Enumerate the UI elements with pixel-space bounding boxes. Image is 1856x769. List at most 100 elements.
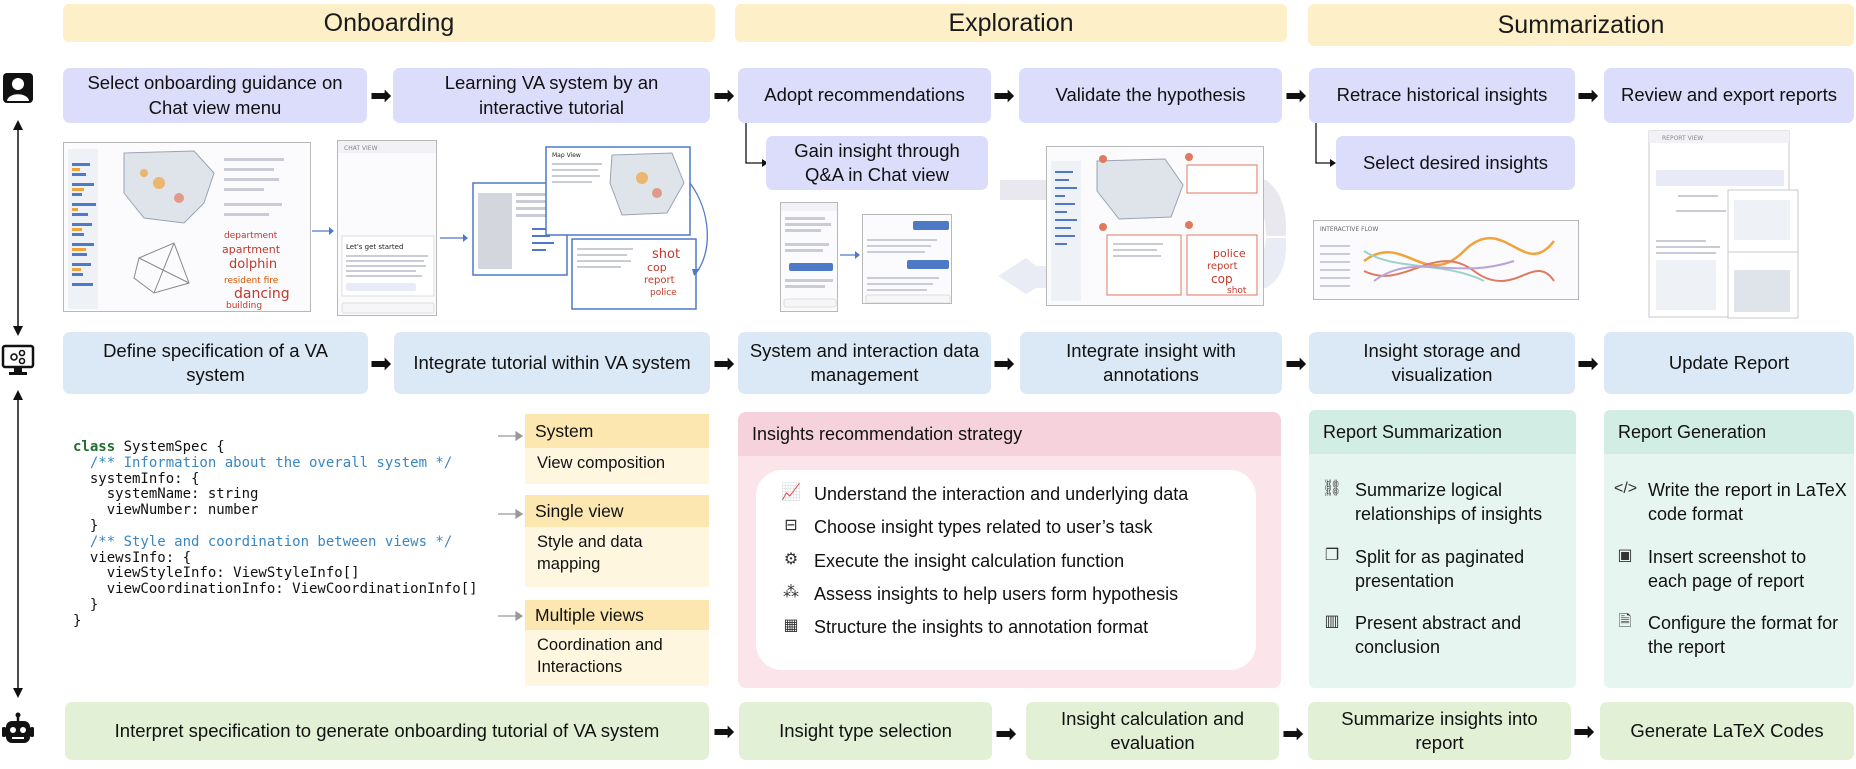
svg-text:CHAT VIEW: CHAT VIEW <box>344 145 378 152</box>
step-label: Learning VA system by an interactive tut… <box>444 72 659 118</box>
item-text: Present abstract and conclusion <box>1355 613 1522 658</box>
arrow-right: ➡ <box>1577 80 1599 110</box>
step-label: Select onboarding guidance on Chat view … <box>87 72 343 118</box>
code-line: } <box>73 612 82 629</box>
copy-pages-icon: ❐ <box>1324 546 1340 564</box>
code-comment: /** Information about the overall system… <box>73 454 453 471</box>
report-generation-list: </> Write the report in LaTeX code format… <box>1614 478 1850 660</box>
list-item: ▦Structure the insights to annotation fo… <box>780 615 1232 639</box>
document-settings-icon: 🗎 <box>1618 613 1632 631</box>
svg-text:police: police <box>650 288 677 298</box>
step-label: Select desired insights <box>1362 151 1549 173</box>
arrow-right: ➡ <box>370 348 392 378</box>
chat-qa-screenshot <box>780 202 838 312</box>
list-item: 🗎 Configure the format for the report <box>1614 611 1850 660</box>
code-comment: /** Style and coordination between views… <box>73 533 453 550</box>
step-label: Generate LaTeX Codes <box>1630 719 1824 741</box>
svg-text:cop: cop <box>647 261 667 274</box>
item-text: Insert screenshot to each page of report <box>1648 546 1807 591</box>
list-item: ⚙Execute the insight calculation functio… <box>780 549 1232 573</box>
code-line: systemName: string <box>73 486 259 503</box>
list-item: ⛓ Summarize logical relationships of insi… <box>1321 478 1571 527</box>
item-text: Summarize logical relationships of insig… <box>1355 480 1543 525</box>
tag-text: Style and data mapping <box>537 533 643 574</box>
svg-text:apartment: apartment <box>222 243 281 256</box>
system-step-update-report: Update Report <box>1604 332 1854 394</box>
tag-label: Single view <box>535 500 624 521</box>
arrow-right: ➡ <box>713 80 735 110</box>
arrow-right: ➡ <box>1573 716 1595 746</box>
list-item: </> Write the report in LaTeX code format <box>1614 478 1850 527</box>
user-step-validate-hypothesis: Validate the hypothesis <box>1019 68 1282 123</box>
svg-text:dancing: dancing <box>234 286 290 302</box>
svg-text:REPORT VIEW: REPORT VIEW <box>1662 135 1703 142</box>
svg-text:dolphin: dolphin <box>229 257 277 272</box>
svg-text:Map View: Map View <box>552 152 581 159</box>
branch-connector <box>745 123 768 167</box>
list-item: ⊟Choose insight types related to user’s … <box>780 515 1232 539</box>
tag-multiple-views-head: Multiple views <box>525 600 709 630</box>
report-generation-title: Report Generation <box>1604 410 1854 454</box>
robot-icon <box>2 712 34 743</box>
arrow-right: ➡ <box>1285 348 1307 378</box>
svg-text:shot: shot <box>652 247 680 262</box>
item-text: Configure the format for the report <box>1648 613 1839 658</box>
user-step-review-export: Review and export reports <box>1604 68 1854 123</box>
step-label: Insight type selection <box>779 719 952 741</box>
step-label: Integrate tutorial within VA system <box>413 351 691 373</box>
strategy-list: 📈Understand the interaction and underlyi… <box>756 470 1256 670</box>
code-line: systemInfo: { <box>73 470 200 487</box>
step-label: System and interaction data management <box>749 339 980 385</box>
tag-label: Multiple views <box>535 604 644 625</box>
svg-text:police: police <box>1213 247 1246 260</box>
code-line: } <box>73 517 99 534</box>
system-step-data-management: System and interaction data management <box>738 332 991 394</box>
step-label: Retrace historical insights <box>1336 84 1548 106</box>
step-label: Define specification of a VA system <box>103 339 328 385</box>
code-line: viewNumber: number <box>73 502 259 519</box>
report-summarization-list: ⛓ Summarize logical relationships of insi… <box>1321 478 1571 660</box>
step-label: Interpret specification to generate onbo… <box>114 719 660 741</box>
line-chart-icon: 📈 <box>781 484 801 501</box>
step-label: Gain insight through Q&A in Chat view <box>794 139 960 185</box>
code-icon: </> <box>1614 480 1638 497</box>
user-step-adopt-recommendations: Adopt recommendations <box>738 68 991 123</box>
step-label: Validate the hypothesis <box>1055 84 1246 106</box>
svg-text:report: report <box>644 275 675 286</box>
list-item: ⁂Assess insights to help users form hypo… <box>780 582 1232 606</box>
code-keyword: class <box>73 439 116 455</box>
system-step-define-spec: Define specification of a VA system <box>63 332 368 394</box>
arrow-right: ➡ <box>993 348 1015 378</box>
arrow-right: ➡ <box>713 348 735 378</box>
system-step-integrate-tutorial: Integrate tutorial within VA system <box>394 332 710 394</box>
phase-title: Exploration <box>948 8 1074 37</box>
branch-connector <box>1315 123 1336 167</box>
report-screenshot: REPORT VIEW <box>1648 130 1799 319</box>
arrow-right: ➡ <box>1285 80 1307 110</box>
ai-step-generate-latex: Generate LaTeX Codes <box>1600 702 1854 760</box>
item-text: Assess insights to help users form hypot… <box>814 583 1179 604</box>
step-label: Summarize insights into report <box>1341 707 1538 753</box>
hierarchy-icon: ⛓ <box>1321 480 1343 497</box>
code-line: viewStyleInfo: ViewStyleInfo[] <box>73 565 360 582</box>
tag-system-body: View composition <box>525 448 709 484</box>
ai-step-interpret-spec: Interpret specification to generate onbo… <box>65 702 709 760</box>
book-icon: ▥ <box>1324 613 1340 631</box>
arrow-right: ➡ <box>713 716 735 746</box>
item-text: Write the report in LaTeX code format <box>1648 480 1847 525</box>
phase-title: Summarization <box>1497 10 1665 39</box>
svg-text:building: building <box>226 301 262 311</box>
step-label: Update Report <box>1668 351 1790 373</box>
panel-title-text: Insights recommendation strategy <box>752 423 1023 444</box>
report-summarization-panel: Report Summarization ⛓Summarize logical … <box>1309 410 1576 688</box>
insight-history-screenshot: INTERACTIVE FLOW <box>1313 220 1579 300</box>
connector-dot-line <box>312 227 334 235</box>
list-item: ▥ Present abstract and conclusion <box>1321 611 1571 660</box>
arrow-right: ➡ <box>993 80 1015 110</box>
code-line: viewsInfo: { <box>73 549 192 566</box>
code-line: } <box>73 596 99 613</box>
arrow-right: ➡ <box>1577 348 1599 378</box>
strategy-title: Insights recommendation strategy <box>738 412 1281 456</box>
connector-dot-line <box>840 251 860 259</box>
